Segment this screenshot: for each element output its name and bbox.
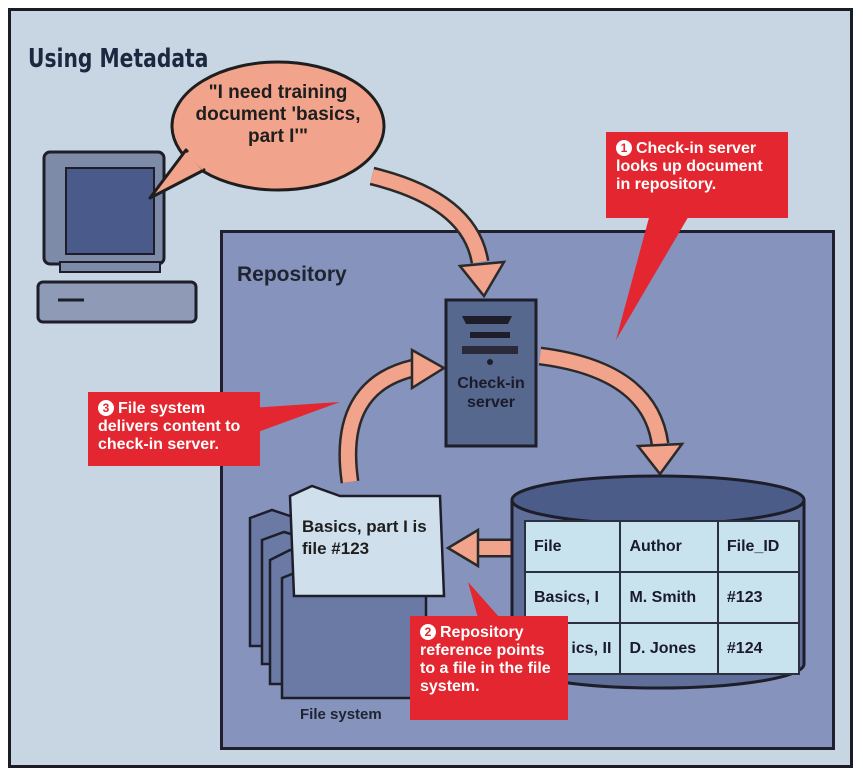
arrow-database-to-file xyxy=(445,527,516,569)
speech-bubble-text: "I need training document 'basics, part … xyxy=(195,82,361,147)
table-cell: Basics, I xyxy=(523,571,622,624)
diagram-title: Using Metadata xyxy=(28,44,209,74)
table-header-cell: File xyxy=(523,520,622,573)
table-cell: #123 xyxy=(716,571,801,624)
document-text: Basics, part I is file #123 xyxy=(302,517,427,558)
table-cell: #124 xyxy=(716,622,801,675)
server-icon xyxy=(444,298,538,448)
speech-bubble xyxy=(148,60,386,200)
table-header-cell: Author xyxy=(619,520,719,573)
table-cell: D. Jones xyxy=(619,622,719,675)
callout-1-pointer xyxy=(616,214,690,340)
callout-3-number: 3 xyxy=(98,400,114,416)
arrow-bubble-to-server xyxy=(369,166,507,299)
repository-label: Repository xyxy=(237,263,347,286)
callout-2-pointer xyxy=(468,582,500,618)
computer-icon xyxy=(36,150,198,324)
metadata-table: File Author File_ID Basics, I M. Smith #… xyxy=(523,520,801,675)
file-system-label: File system xyxy=(300,706,382,723)
callout-2-number: 2 xyxy=(420,624,436,640)
callout-2-text: Repository reference points to a file in… xyxy=(420,624,551,695)
document-icon xyxy=(288,484,446,598)
table-header-cell: File_ID xyxy=(716,520,801,573)
arrow-filesystem-to-server xyxy=(338,347,447,484)
table-row: Basics, I M. Smith #123 xyxy=(523,571,801,624)
table-header-row: File Author File_ID xyxy=(523,520,801,573)
callout-3-text: File system delivers content to check-in… xyxy=(98,400,241,453)
callout-1-number: 1 xyxy=(616,140,632,156)
callout-1-text: Check-in server looks up document in rep… xyxy=(616,140,763,193)
arrow-server-to-database xyxy=(538,346,685,477)
server-label: Check-in server xyxy=(457,375,525,411)
table-cell: M. Smith xyxy=(619,571,719,624)
